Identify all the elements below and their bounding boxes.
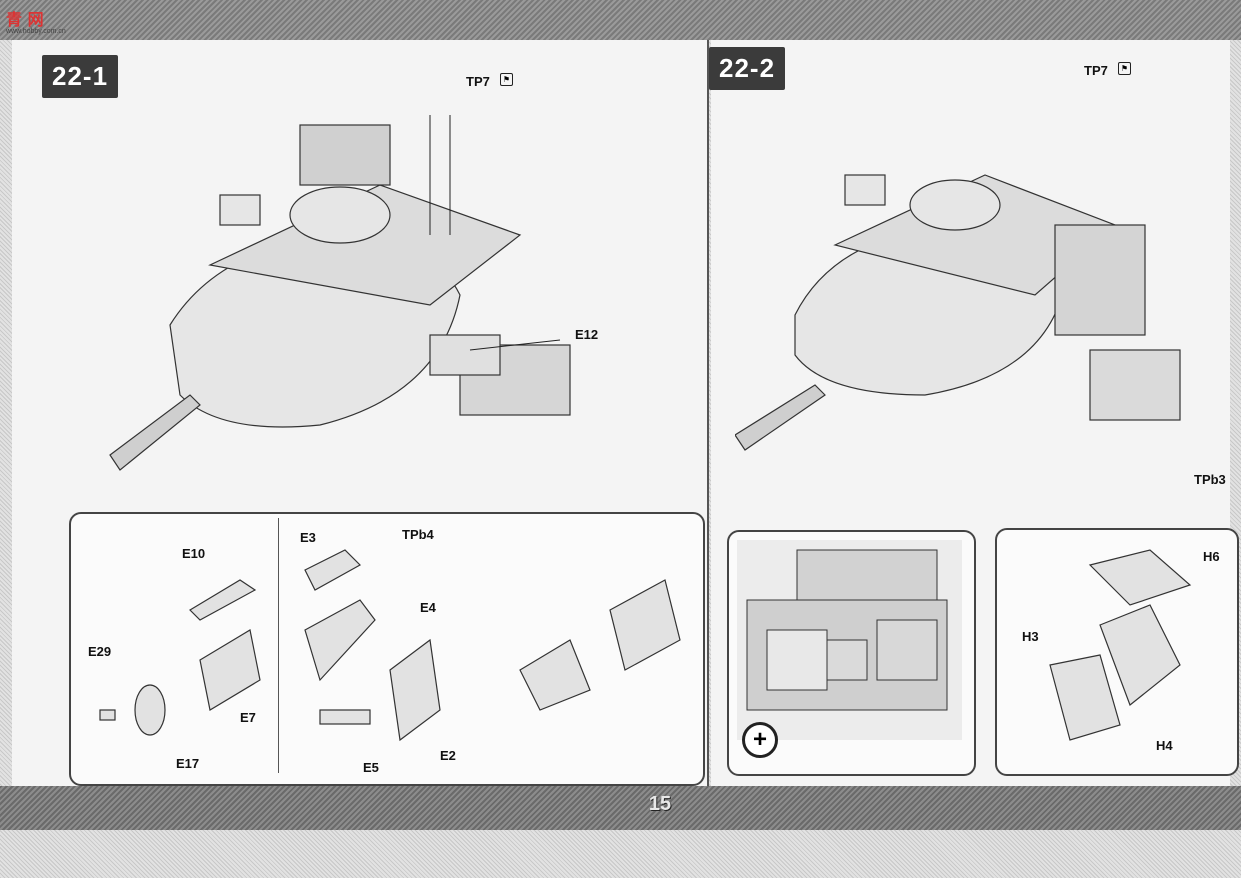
glue-icon: ⚑	[1118, 62, 1131, 75]
label-e10: E10	[182, 546, 206, 561]
label-e17: E17	[176, 756, 200, 771]
label-e7: E7	[240, 710, 256, 725]
step-title-22-1: 22-1	[42, 55, 119, 98]
label-tpb3: TPb3	[1194, 472, 1226, 487]
label-e4: E4	[420, 600, 436, 615]
bottom-band	[0, 786, 1241, 830]
glue-icon: ⚑	[500, 73, 513, 86]
label-h4: H4	[1156, 738, 1173, 753]
logo-text: 青 网	[6, 10, 44, 29]
label-e29: E29	[88, 644, 112, 659]
label-tpb4: TPb4	[402, 527, 434, 542]
label-e12: E12	[575, 327, 599, 342]
detail-box-22-1	[69, 512, 705, 786]
step-title-22-2: 22-2	[709, 47, 786, 90]
label-e3: E3	[300, 530, 316, 545]
detail-parts-drawing-left	[99, 549, 681, 742]
turret-drawing-right	[735, 174, 1181, 451]
reference-photo	[737, 540, 962, 740]
top-band	[0, 0, 1241, 40]
label-tp7-left: TP7	[466, 74, 490, 89]
label-e2: E2	[440, 748, 456, 763]
zoom-plus-icon: +	[742, 722, 778, 758]
turret-drawing-left	[109, 115, 571, 471]
site-logo: 青 网 www.hobby.com.cn	[6, 6, 66, 35]
label-h6: H6	[1203, 549, 1220, 564]
detail-parts-drawing-right	[1049, 549, 1192, 741]
logo-subtext: www.hobby.com.cn	[6, 28, 66, 35]
detail-divider	[278, 518, 279, 773]
label-h3: H3	[1022, 629, 1039, 644]
label-e5: E5	[363, 760, 379, 775]
label-tp7-right: TP7	[1084, 63, 1108, 78]
page-number: 15	[648, 793, 672, 815]
